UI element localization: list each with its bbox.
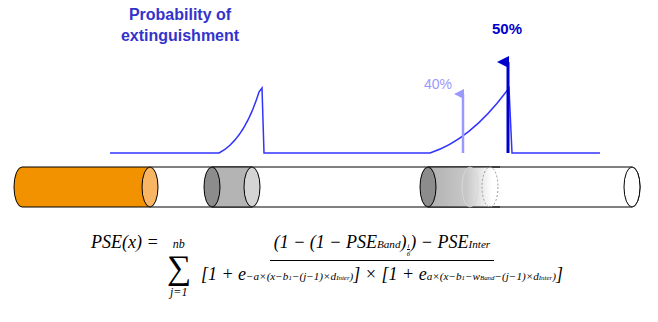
percent-label: 50% bbox=[492, 20, 522, 37]
formula-text: −(j−1)×d bbox=[495, 270, 539, 282]
sum-symbol: ∑ bbox=[167, 251, 191, 285]
subscript: 1 bbox=[288, 274, 291, 281]
superscript: −a×(x−b1−(j−1)×dInter) bbox=[246, 270, 353, 282]
subscript: Inter bbox=[469, 238, 491, 250]
subscript: Band bbox=[377, 238, 401, 250]
formula-text: a×(x−b bbox=[427, 270, 462, 282]
sum-limit: j=1 bbox=[170, 285, 187, 299]
formula-row: [1 + e−a×(x−b1−(j−1)×dInter)] × [1 + ea×… bbox=[197, 261, 567, 285]
percent-label: 40% bbox=[424, 76, 452, 92]
formula-text: ) bbox=[552, 270, 556, 282]
formula-text: [1 + e bbox=[201, 264, 246, 285]
formula-text: −a×(x−b bbox=[246, 270, 288, 282]
formula-text: (1 − (1 − PSE bbox=[274, 232, 377, 253]
formula-text: PSE(x) = bbox=[91, 232, 159, 253]
fraction-part: i bbox=[407, 242, 411, 250]
subscript: Inter bbox=[336, 274, 349, 281]
sum-limit: nb bbox=[173, 237, 185, 251]
small-fraction: i6 bbox=[407, 242, 411, 257]
formula-text: −w bbox=[465, 270, 480, 282]
formula-text: ] bbox=[556, 264, 563, 285]
summation: nb∑j=1 bbox=[167, 237, 191, 299]
fraction: (1 − (1 − PSEBand)i6) − PSEInter[1 + e−a… bbox=[197, 232, 567, 285]
formula-text: ] × [1 + e bbox=[353, 264, 426, 285]
axis-title: Probability of extinguishment bbox=[100, 4, 260, 46]
formula-text: ) bbox=[350, 270, 354, 282]
formula-text: ) − PSE bbox=[410, 232, 468, 253]
superscript: i6 bbox=[407, 242, 411, 257]
superscript: a×(x−b1−wBand−(j−1)×dInter) bbox=[427, 270, 556, 282]
formula-text: −(j−1)×d bbox=[292, 270, 336, 282]
formula-row: (1 − (1 − PSEBand)i6) − PSEInter bbox=[270, 232, 495, 261]
formula: PSE(x) =nb∑j=1(1 − (1 − PSEBand)i6) − PS… bbox=[0, 232, 658, 299]
subscript: Band bbox=[480, 274, 495, 281]
subscript: Inter bbox=[539, 274, 552, 281]
fraction-part: 6 bbox=[407, 250, 410, 257]
formula-row: PSE(x) =nb∑j=1(1 − (1 − PSEBand)i6) − PS… bbox=[91, 232, 567, 299]
subscript: 1 bbox=[462, 274, 465, 281]
